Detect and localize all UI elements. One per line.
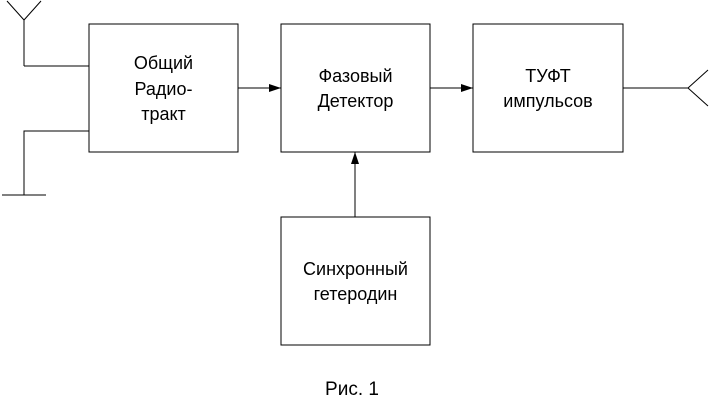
ground-icon [2,130,89,196]
phase-detector-block: Фазовый Детектор [280,23,431,153]
antenna-icon [6,0,42,66]
figure-caption: Рис. 1 [325,379,379,400]
sync-oscillator-block: Синхронный гетеродин [280,216,431,346]
common-rf-label-line1: Общий [134,53,193,73]
common-rf-label-line2: Радио- [135,79,193,99]
phase-detector-label-line1: Фазовый [318,66,392,86]
sync-oscillator-label-line2: гетеродин [314,284,398,304]
pulse-shaper-label-line1: ТУФТ [525,66,571,86]
sync-oscillator-label-line1: Синхронный [303,259,408,279]
pulse-shaper-label-line2: импульсов [503,91,592,111]
common-rf-label-line3: тракт [141,104,186,124]
phase-detector-label-line2: Детектор [318,91,394,111]
common-rf-block: Общий Радио- тракт [88,23,239,153]
pulse-shaper-block: ТУФТ импульсов [472,23,624,153]
output-terminal-icon [623,69,709,107]
